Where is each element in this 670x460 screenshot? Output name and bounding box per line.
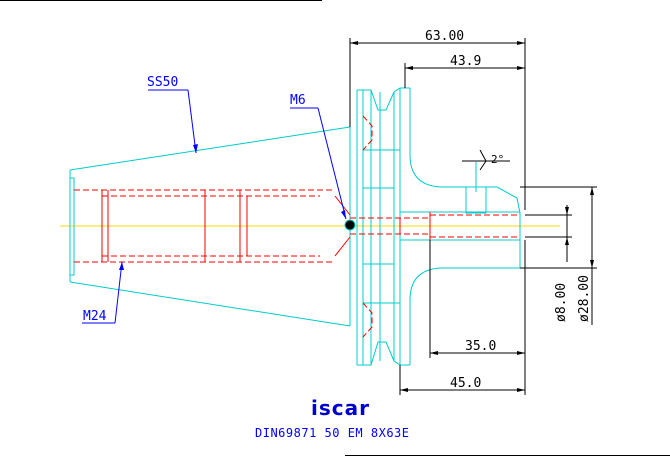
dim-63 [349,38,526,210]
dim-dia-28-text: ø28.00 [577,275,592,322]
dim-45-text: 45.0 [450,376,481,391]
leader-m24 [82,261,124,324]
angle-indicator [462,149,510,171]
leader-ss50 [148,89,198,154]
dim-dia-8-text: ø8.00 [554,283,569,322]
model-caption: DIN69871 50 EM 8X63E [255,426,410,440]
label-m24: M24 [83,309,107,324]
angle-text: 2° [491,153,504,166]
dim-dia-28 [520,186,597,325]
dim-45 [399,358,526,395]
dim-43-9 [404,63,525,88]
label-ss50: SS50 [147,75,178,90]
dim-35 [429,240,526,358]
dim-dia-8 [525,205,572,262]
label-m6: M6 [290,93,306,108]
dim-63-text: 63.00 [425,29,464,44]
ball-marker [344,219,356,231]
dim-35-text: 35.0 [465,339,496,354]
brand-logo: iscar [311,396,370,420]
set-screw [465,162,487,214]
dim-43-9-text: 43.9 [450,54,481,69]
leader-m6 [290,107,347,220]
hidden-lines [74,115,520,338]
